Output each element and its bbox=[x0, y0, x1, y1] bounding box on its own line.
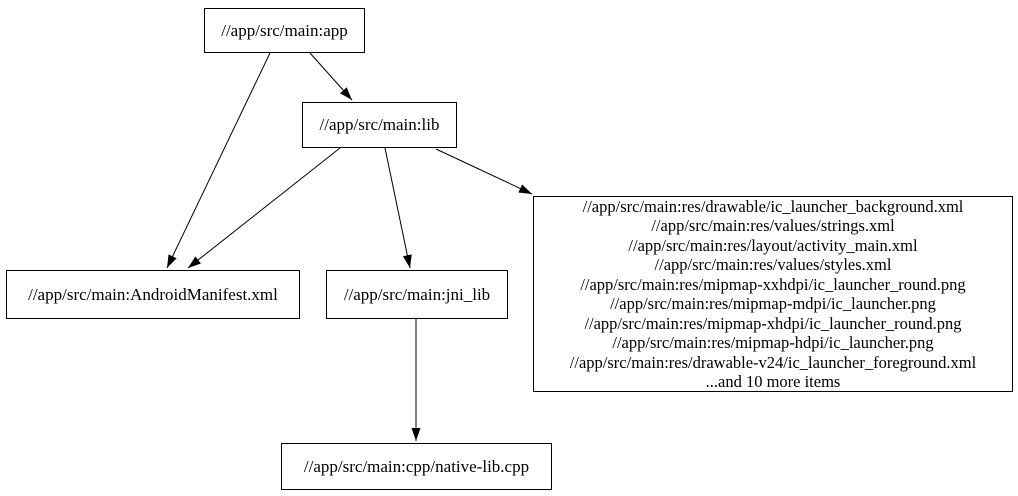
edge-lib-to-manifest bbox=[187, 147, 341, 269]
resource-item: //app/src/main:res/mipmap-mdpi/ic_launch… bbox=[610, 294, 936, 313]
resource-item: //app/src/main:res/mipmap-hdpi/ic_launch… bbox=[612, 333, 934, 352]
node-jni-lib-label: //app/src/main:jni_lib bbox=[343, 284, 491, 304]
edge-lib-to-resources bbox=[435, 148, 533, 195]
edge-app-to-manifest bbox=[166, 52, 271, 269]
resource-item: //app/src/main:res/mipmap-xhdpi/ic_launc… bbox=[584, 313, 962, 333]
node-app: //app/src/main:app bbox=[204, 8, 365, 53]
resource-item: //app/src/main:res/layout/activity_main.… bbox=[628, 235, 918, 255]
node-android-manifest: //app/src/main:AndroidManifest.xml bbox=[6, 270, 300, 319]
node-native-lib-cpp-label: //app/src/main:cpp/native-lib.cpp bbox=[303, 456, 530, 476]
resources-more-items: ...and 10 more items bbox=[705, 372, 841, 391]
resource-item: //app/src/main:res/values/strings.xml bbox=[651, 216, 895, 235]
node-jni-lib: //app/src/main:jni_lib bbox=[326, 270, 508, 319]
resource-item: //app/src/main:res/drawable/ic_launcher_… bbox=[582, 196, 964, 216]
node-resources-group: //app/src/main:res/drawable/ic_launcher_… bbox=[533, 196, 1013, 392]
resource-item: //app/src/main:res/drawable-v24/ic_launc… bbox=[569, 352, 977, 372]
node-android-manifest-label: //app/src/main:AndroidManifest.xml bbox=[28, 284, 278, 304]
node-lib: //app/src/main:lib bbox=[302, 102, 457, 148]
edge-app-to-lib bbox=[309, 52, 353, 101]
node-app-label: //app/src/main:app bbox=[221, 20, 348, 40]
resource-item: //app/src/main:res/mipmap-xxhdpi/ic_laun… bbox=[580, 274, 966, 294]
node-lib-label: //app/src/main:lib bbox=[319, 115, 440, 135]
resource-item: //app/src/main:res/values/styles.xml bbox=[654, 255, 892, 274]
node-native-lib-cpp: //app/src/main:cpp/native-lib.cpp bbox=[281, 443, 552, 490]
edge-lib-to-jni-lib bbox=[384, 147, 412, 269]
